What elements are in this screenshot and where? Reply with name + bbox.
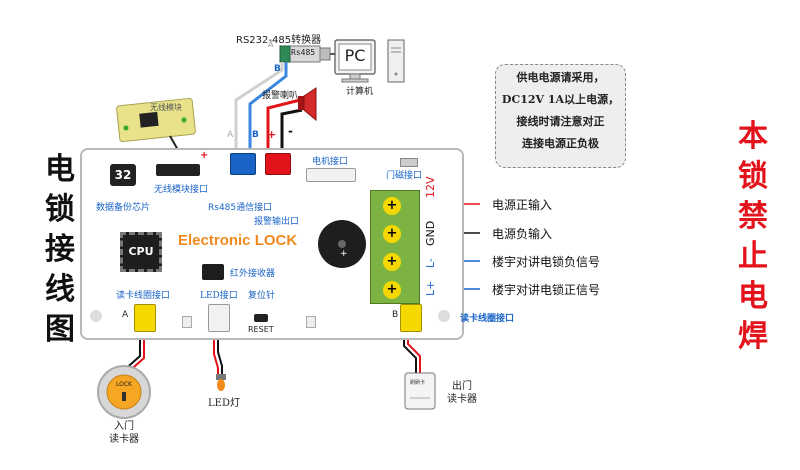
alarm-plus: + (267, 128, 277, 141)
door-port-label: 门磁接口 (386, 171, 423, 181)
exit-reader-caption-line: 读卡器 (447, 394, 477, 405)
note-line: DC12V 1A以上电源， (501, 93, 620, 106)
backup-chip: 32 (110, 164, 136, 186)
led-caption: LED灯 (208, 398, 240, 409)
right-title-char: 禁 (738, 199, 768, 234)
ir-receiver-label: 红外接收器 (230, 269, 276, 279)
right-title-char: 止 (738, 239, 768, 274)
pc-icon (334, 39, 405, 83)
entry-reader-icon (97, 365, 151, 419)
right-title-char: 锁 (738, 159, 768, 194)
left-title-char: 锁 (45, 192, 75, 227)
reader-b-port-label: 读卡线圈接口 (460, 314, 515, 324)
wireless-port (156, 164, 200, 176)
reader-b-port (400, 304, 422, 332)
power-note: 供电电源请采用， DC12V 1A以上电源， 接线时请注意对正 连接电源正负极 (495, 64, 626, 168)
motor-port-label: 电机接口 (312, 157, 349, 167)
reader-a-mark: A (122, 310, 129, 320)
terminal-label-12v: 12V (424, 176, 437, 198)
exit-reader-caption: 出门 读卡器 (440, 380, 484, 406)
backup-chip-label: 32 (114, 168, 132, 182)
led-port-label: LED接口 (200, 291, 238, 301)
wireless-module-label: 无线模块 (150, 103, 182, 112)
reader-a-port (134, 304, 156, 332)
reset-pin-label: 复位针 (248, 291, 276, 301)
wireless-module-board (116, 97, 196, 143)
wire-b-mark: B (252, 130, 259, 140)
small-connector (182, 316, 192, 328)
alarm-minus: - (288, 124, 293, 138)
terminal-label-lminus: L- (424, 258, 437, 268)
right-title: 本 锁 禁 止 电 焊 (733, 117, 773, 357)
left-title-char: 电 (45, 152, 75, 187)
backup-chip-caption: 数据备份芯片 (96, 203, 151, 213)
converter-title: RS232-485转换器 (236, 35, 322, 46)
entry-reader-caption-line: 读卡器 (109, 434, 139, 445)
entry-reader-lock-text: LOCK (116, 381, 132, 388)
buzzer-plus: + (340, 249, 348, 259)
exit-reader-icon (404, 372, 436, 410)
right-title-char: 本 (738, 119, 768, 154)
terminal-desc-12v: 电源正输入 (492, 198, 553, 212)
right-title-char: 焊 (738, 319, 768, 354)
terminal-screw-lplus: + (383, 281, 401, 299)
reader-a-port-label: 读卡线圈接口 (116, 291, 171, 301)
ir-receiver-icon (202, 264, 224, 280)
cpu-chip: CPU (120, 232, 162, 272)
wireless-port-plus: + (200, 150, 209, 161)
converter-b-mark: B (274, 64, 281, 74)
rs485-port (230, 153, 256, 175)
terminal-desc-gnd: 电源负输入 (492, 227, 553, 241)
entry-reader-caption: 入门 读卡器 (102, 420, 146, 446)
terminal-desc-lplus: 楼宇对讲电锁正信号 (492, 283, 601, 297)
small-connector (306, 316, 316, 328)
terminal-screw-lminus: + (383, 253, 401, 271)
alarm-horn-icon (298, 87, 317, 122)
alarm-caption: 报警喇叭 (262, 91, 299, 101)
entry-reader-caption-line: 入门 (114, 421, 134, 432)
wire-a-mark: A (227, 130, 234, 140)
terminal-label-lplus: L+ (424, 280, 437, 296)
pc-label: PC (344, 46, 366, 65)
note-line: 接线时请注意对正 (516, 115, 605, 128)
lock-board: 32 数据备份芯片 + 无线模块接口 Rs485通信接口 报警输出口 电机接口 … (80, 148, 464, 340)
reset-text: RESET (248, 325, 274, 334)
left-title-char: 接 (45, 232, 75, 267)
exit-reader-caption-line: 出门 (452, 381, 472, 392)
mount-hole (90, 310, 102, 322)
alarm-port-label: 报警输出口 (254, 217, 300, 227)
terminal-label-gnd: GND (424, 220, 437, 246)
rs485-port-label: Rs485通信接口 (208, 203, 273, 213)
terminal-desc-lminus: 楼宇对讲电锁负信号 (492, 255, 601, 269)
reset-pin (254, 314, 268, 322)
led-bulb-icon (216, 374, 226, 391)
wireless-port-label: 无线模块接口 (154, 185, 209, 195)
terminal-screw-12v: + (383, 197, 401, 215)
reader-b-mark: B (392, 310, 399, 320)
converter-a-mark: A (268, 40, 274, 49)
terminal-screw-gnd: + (383, 225, 401, 243)
mount-hole (438, 310, 450, 322)
left-title-char: 线 (45, 272, 75, 307)
converter-chip-label: Rs485 (291, 48, 316, 57)
door-port (400, 158, 418, 167)
cpu-label: CPU (128, 245, 154, 258)
left-title-char: 图 (45, 312, 75, 347)
motor-port (306, 168, 356, 182)
led-port (208, 304, 230, 332)
buzzer-icon: + (318, 220, 366, 268)
note-line: 连接电源正负极 (522, 137, 599, 150)
brand-text: Electronic LOCK (178, 232, 298, 249)
exit-card-text: 刷刷卡 (410, 380, 426, 386)
right-title-char: 电 (738, 279, 768, 314)
alarm-port (265, 153, 291, 175)
left-title: 电 锁 接 线 图 (40, 150, 80, 350)
note-line: 供电电源请采用， (516, 71, 605, 84)
pc-caption: 计算机 (346, 87, 374, 97)
power-terminal-block: + + + + (370, 190, 420, 304)
